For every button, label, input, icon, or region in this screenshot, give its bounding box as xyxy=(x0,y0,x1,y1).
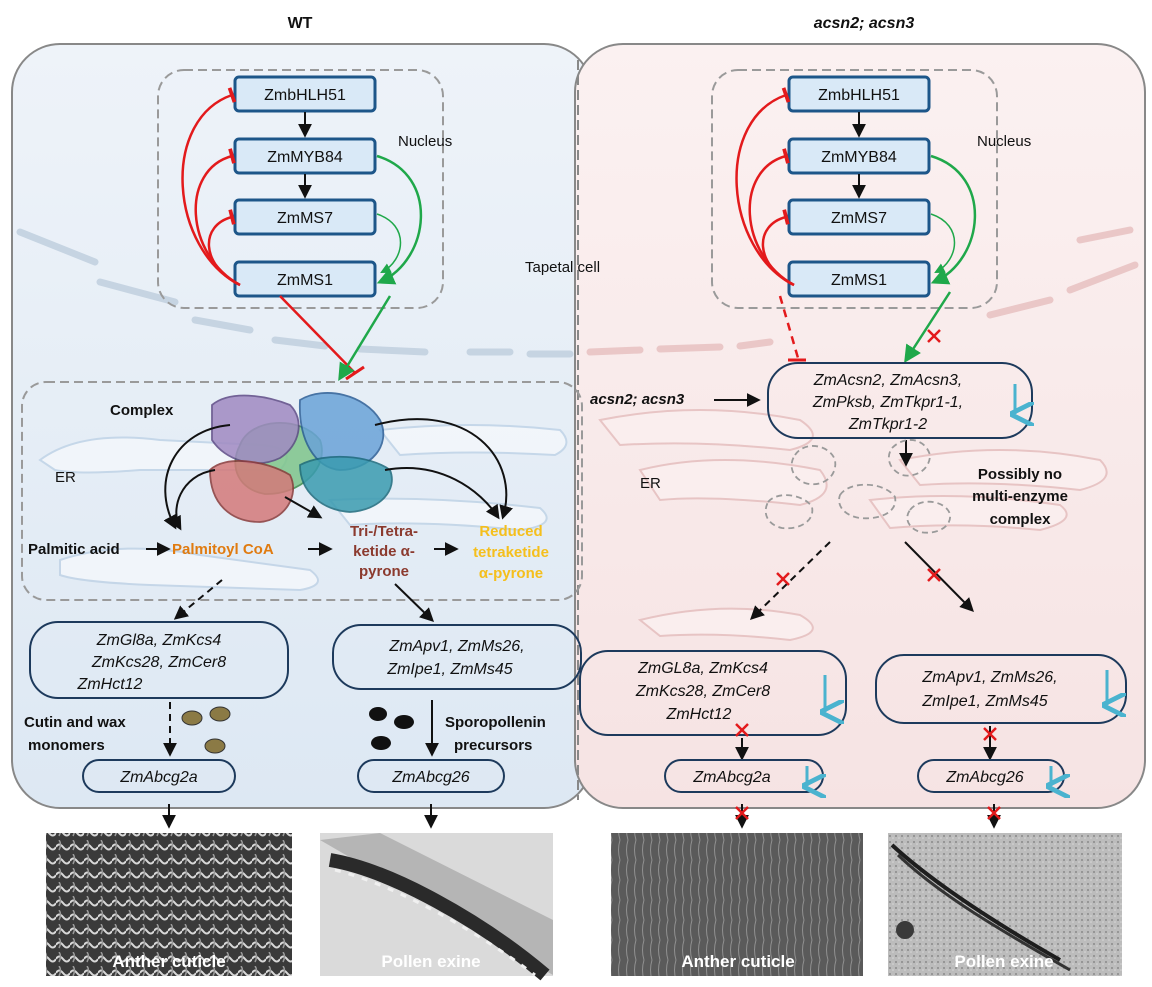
svg-text:ZmGl8a, ZmKcs4: ZmGl8a, ZmKcs4 xyxy=(96,632,222,649)
cutin-genes-box-mutant xyxy=(579,650,847,736)
gene-ms1-wt: ZmMS1 xyxy=(277,272,333,289)
er-label-mutant: ER xyxy=(640,475,661,492)
svg-text:Reduced: Reduced xyxy=(479,523,542,540)
sporo-genes-box-mutant xyxy=(875,654,1127,724)
mutant-input-label: acsn2; acsn3 xyxy=(590,391,685,408)
svg-text:ZmIpe1, ZmMs45: ZmIpe1, ZmMs45 xyxy=(386,661,512,678)
block-marks-er xyxy=(776,568,941,586)
abcg26-box-wt xyxy=(357,759,505,793)
svg-text:ZmAbcg2a: ZmAbcg2a xyxy=(692,769,770,786)
svg-text:ketide α-: ketide α- xyxy=(353,543,415,560)
svg-text:ZmKcs28, ZmCer8: ZmKcs28, ZmCer8 xyxy=(91,654,226,671)
nucleus-label-mutant: Nucleus xyxy=(977,133,1031,150)
nucleus-label-wt: Nucleus xyxy=(398,133,452,150)
svg-text:monomers: monomers xyxy=(28,737,105,754)
abcg2a-box-wt xyxy=(82,759,236,793)
svg-text:ZmApv1, ZmMs26,: ZmApv1, ZmMs26, xyxy=(388,638,524,655)
svg-text:ZmMYB84: ZmMYB84 xyxy=(821,149,897,166)
sporo-particles xyxy=(369,707,414,750)
svg-text:ZmPksb, ZmTkpr1-1,: ZmPksb, ZmTkpr1-1, xyxy=(812,394,963,411)
block-marks-abcg xyxy=(735,723,997,741)
svg-text:precursors: precursors xyxy=(454,737,532,754)
anther-cuticle-caption-mutant: Anther cuticle xyxy=(681,952,794,971)
gene-myb84-wt: ZmMYB84 xyxy=(267,149,343,166)
anther-cuticle-image-mutant xyxy=(611,833,863,976)
target-genes-box-mutant xyxy=(767,362,1033,439)
block-marks-images xyxy=(735,806,1001,820)
svg-text:ZmHct12: ZmHct12 xyxy=(77,676,143,693)
anther-cuticle-caption-wt: Anther cuticle xyxy=(112,952,225,971)
cutin-wax-label: Cutin and wax xyxy=(24,714,126,731)
mutant-title: acsn2; acsn3 xyxy=(814,15,915,32)
wt-title: WT xyxy=(288,15,313,32)
svg-text:ZmAbcg26: ZmAbcg26 xyxy=(945,769,1023,786)
svg-text:ZmTkpr1-2: ZmTkpr1-2 xyxy=(848,416,927,433)
membrane-mutant xyxy=(586,226,1139,356)
svg-text:ZmGL8a, ZmKcs4: ZmGL8a, ZmKcs4 xyxy=(637,660,768,677)
svg-text:tetraketide: tetraketide xyxy=(473,544,549,561)
complex-label: Complex xyxy=(110,402,174,419)
er-label-wt: ER xyxy=(55,469,76,486)
wax-particles xyxy=(181,706,231,754)
svg-text:α-pyrone: α-pyrone xyxy=(479,565,543,582)
palmitoyl-coa: Palmitoyl CoA xyxy=(172,541,274,558)
nucleus-wt xyxy=(157,69,444,309)
svg-text:multi-enzyme: multi-enzyme xyxy=(972,488,1068,505)
er-membrane-mutant xyxy=(598,409,1108,642)
er-complex-region-wt xyxy=(21,381,583,601)
anther-cuticle-image-wt xyxy=(46,833,292,976)
palmitic-acid: Palmitic acid xyxy=(28,541,120,558)
cutin-genes-box-wt xyxy=(29,621,289,699)
svg-text:ZmbHLH51: ZmbHLH51 xyxy=(818,87,900,104)
pyrone-label: Tri-/Tetra- ketide α- pyrone xyxy=(350,523,418,580)
pollen-exine-image-mutant xyxy=(888,833,1122,976)
tapetal-cell-label: Tapetal cell xyxy=(525,259,600,276)
gene-bhlh51-wt: ZmbHLH51 xyxy=(264,87,346,104)
svg-text:ZmMS1: ZmMS1 xyxy=(831,272,887,289)
svg-text:ZmAcsn2, ZmAcsn3,: ZmAcsn2, ZmAcsn3, xyxy=(813,372,962,389)
pollen-exine-caption-mutant: Pollen exine xyxy=(954,952,1053,971)
pollen-exine-caption-wt: Pollen exine xyxy=(381,952,480,971)
sporopollenin-label: Sporopollenin xyxy=(445,714,546,731)
svg-text:pyrone: pyrone xyxy=(359,563,409,580)
no-complex-ghosts xyxy=(764,439,951,534)
pollen-exine-image-wt xyxy=(320,833,553,981)
block-mark-activation xyxy=(927,329,941,343)
svg-text:ZmKcs28, ZmCer8: ZmKcs28, ZmCer8 xyxy=(635,683,770,700)
nucleus-mutant xyxy=(711,69,998,309)
svg-text:ZmHct12: ZmHct12 xyxy=(666,706,732,723)
gene-boxes-wt: ZmbHLH51 ZmMYB84 ZmMS7 ZmMS1 xyxy=(233,75,377,298)
svg-text:ZmAbcg26: ZmAbcg26 xyxy=(391,769,469,786)
sporo-genes-box-wt xyxy=(332,624,582,690)
no-complex-label: Possibly no xyxy=(978,466,1062,483)
svg-text:ZmIpe1, ZmMs45: ZmIpe1, ZmMs45 xyxy=(921,693,1047,710)
svg-text:ZmAbcg2a: ZmAbcg2a xyxy=(119,769,197,786)
enzyme-complex xyxy=(209,392,393,523)
membrane-wt xyxy=(16,228,574,358)
svg-text:Tri-/Tetra-: Tri-/Tetra- xyxy=(350,523,418,540)
svg-text:ZmMS7: ZmMS7 xyxy=(831,210,887,227)
reduced-pyrone-label: Reduced tetraketide α-pyrone xyxy=(473,523,549,582)
svg-text:complex: complex xyxy=(990,511,1052,528)
svg-text:ZmApv1, ZmMs26,: ZmApv1, ZmMs26, xyxy=(921,669,1057,686)
gene-ms7-wt: ZmMS7 xyxy=(277,210,333,227)
